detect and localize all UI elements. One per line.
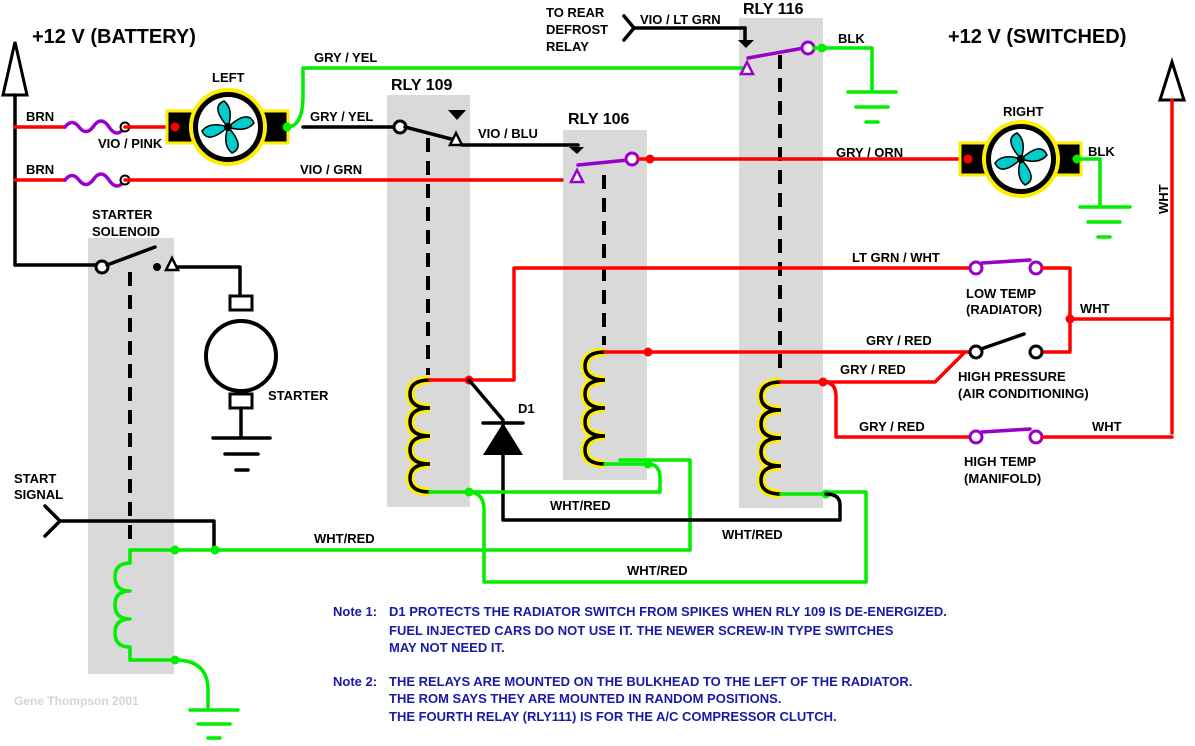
- wire-label-gry-red-3: GRY / RED: [859, 419, 925, 434]
- wire-label-wht-red-4: WHT/RED: [627, 563, 688, 578]
- wire-label-blk-top: BLK: [838, 31, 865, 46]
- wire-wht-red-4: [688, 492, 842, 522]
- wire-label-brn-1: BRN: [26, 109, 54, 124]
- note1-line-2: FUEL INJECTED CARS DO NOT USE IT. THE NE…: [389, 623, 894, 638]
- rly106-coil-icon: [580, 347, 606, 469]
- low-temp-label-2: (RADIATOR): [966, 302, 1042, 317]
- rly106-label: RLY 106: [568, 111, 629, 128]
- wire-gry-red-2: [779, 350, 967, 384]
- rear-defrost-label-3: RELAY: [546, 39, 589, 54]
- ground-icon: [211, 436, 272, 472]
- high-pressure-label-2: (AIR CONDITIONING): [958, 386, 1089, 401]
- rly116-contact-icon: [622, 14, 816, 76]
- starter-solenoid-coil-icon: [113, 548, 210, 710]
- rly116-label: RLY 116: [743, 1, 804, 18]
- start-signal-label-2: SIGNAL: [14, 487, 63, 502]
- ground-icon: [188, 708, 240, 740]
- wire-label-vio-grn: VIO / GRN: [300, 162, 362, 177]
- rly106-contact-icon: [568, 147, 640, 184]
- low-temp-switch-icon: [968, 258, 1044, 276]
- wire-starter: [176, 265, 242, 300]
- rly116-coil-icon: [756, 377, 782, 499]
- fan-motor-right-icon: [958, 120, 1083, 198]
- note2-line-1: THE RELAYS ARE MOUNTED ON THE BULKHEAD T…: [389, 674, 912, 689]
- starter-label: STARTER: [268, 388, 329, 403]
- wire-label-gry-red-1: GRY / RED: [866, 333, 932, 348]
- fuse-icon: [63, 172, 131, 188]
- wire-label-gry-yel-top: GRY / YEL: [314, 50, 377, 65]
- fuse-icon: [63, 119, 131, 135]
- high-pressure-switch-icon: [968, 332, 1044, 360]
- rear-defrost-label-2: DEFROST: [546, 22, 608, 37]
- wire-blk-right: [1075, 157, 1102, 207]
- high-temp-label-1: HIGH TEMP: [964, 454, 1037, 469]
- note2-line-2: THE ROM SAYS THEY ARE MOUNTED IN RANDOM …: [389, 691, 781, 706]
- wire-label-gry-orn: GRY / ORN: [836, 145, 903, 160]
- wire-label-wht-red-2: WHT/RED: [722, 527, 783, 542]
- wire-label-wht-red-3: WHT/RED: [314, 531, 375, 546]
- high-temp-switch-icon: [968, 427, 1044, 445]
- wire-label-wht-mid: WHT: [1080, 301, 1110, 316]
- wire-label-gry-red-2: GRY / RED: [840, 362, 906, 377]
- starter-motor-icon: [204, 294, 278, 439]
- wire-label-gry-yel: GRY / YEL: [310, 109, 373, 124]
- starter-solenoid-label-1: STARTER: [92, 207, 153, 222]
- rly109-coil-icon: [405, 375, 431, 497]
- wire-label-wht-low: WHT: [1092, 419, 1122, 434]
- rly109-label: RLY 109: [391, 77, 452, 94]
- starter-solenoid-contact-icon: [94, 245, 181, 275]
- ground-icon: [846, 90, 898, 124]
- low-temp-label-1: LOW TEMP: [966, 286, 1036, 301]
- starter-solenoid-label-2: SOLENOID: [92, 224, 160, 239]
- wire-gry-yel-top: [285, 66, 747, 129]
- high-temp-label-2: (MANIFOLD): [964, 471, 1041, 486]
- battery-terminal-icon: [1, 41, 29, 267]
- note1-label: Note 1:: [333, 604, 377, 619]
- wire-label-lt-grn-wht: LT GRN / WHT: [852, 250, 940, 265]
- rear-defrost-label-1: TO REAR: [546, 5, 605, 20]
- wire-label-wht-vert: WHT: [1156, 184, 1171, 214]
- fan-left-label: LEFT: [212, 70, 245, 85]
- wire-label-brn-2: BRN: [26, 162, 54, 177]
- high-pressure-label-1: HIGH PRESSURE: [958, 369, 1066, 384]
- credit: Gene Thompson 2001: [14, 694, 139, 708]
- switched-title: +12 V (SWITCHED): [948, 26, 1126, 48]
- diode-label: D1: [518, 401, 535, 416]
- note1-line-3: MAY NOT NEED IT.: [389, 640, 505, 655]
- wire-label-vio-lt-grn: VIO / LT GRN: [640, 12, 721, 27]
- note2-label: Note 2:: [333, 674, 377, 689]
- wire-label-blk-right: BLK: [1088, 144, 1115, 159]
- wire-label-vio-blu: VIO / BLU: [478, 126, 538, 141]
- wire-wht-red-1: [128, 458, 692, 552]
- wire-lt-grn-wht-out: [1040, 266, 1072, 354]
- rly109-contact-icon: [392, 110, 466, 147]
- wire-gry-red-3: [821, 380, 972, 439]
- wire-label-vio-pink: VIO / PINK: [98, 136, 163, 151]
- start-signal-terminal-icon: [43, 504, 216, 552]
- fan-right-label: RIGHT: [1003, 104, 1044, 119]
- note2-line-3: THE FOURTH RELAY (RLY111) IS FOR THE A/C…: [389, 709, 837, 724]
- note1-line-1: D1 PROTECTS THE RADIATOR SWITCH FROM SPI…: [389, 604, 947, 619]
- wire-label-wht-red-1: WHT/RED: [550, 498, 611, 513]
- diode-icon: [467, 378, 692, 522]
- switched-terminal-icon: [1157, 57, 1187, 435]
- ground-icon: [1078, 205, 1132, 239]
- battery-title: +12 V (BATTERY): [32, 26, 196, 48]
- start-signal-label-1: START: [14, 471, 56, 486]
- wire-blk-top: [812, 46, 874, 92]
- fan-motor-left-icon: [165, 88, 290, 166]
